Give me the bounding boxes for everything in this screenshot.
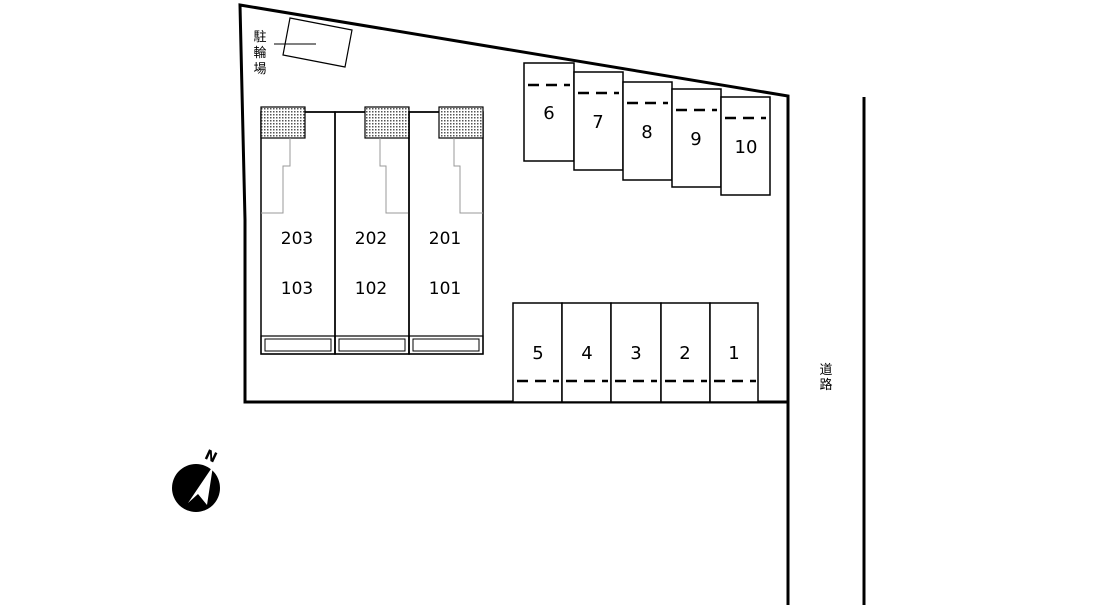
parking-space-number: 5 [532, 343, 543, 364]
road-label-1: 道 [819, 363, 832, 378]
parking-space-number: 10 [735, 137, 758, 158]
unit-label: 101 [429, 279, 461, 299]
bicycle-parking-label-3: 場 [253, 62, 266, 77]
parking-space-number: 9 [690, 129, 701, 150]
parking-space-number: 3 [630, 343, 641, 364]
bicycle-parking-label-1: 駐 [253, 30, 266, 45]
stairs-outline [453, 138, 483, 214]
road-label-2: 路 [819, 377, 832, 393]
parking-space-number: 4 [581, 343, 592, 364]
parking-row-top: 6 7 8 9 10 [523, 62, 771, 196]
north-arrow-icon: N [172, 447, 220, 512]
unit-label: 201 [429, 229, 461, 249]
parking-space [720, 96, 771, 196]
apartment-building: 203 103 202 102 201 101 [260, 106, 484, 355]
veranda [408, 335, 484, 355]
unit-label: 103 [281, 279, 313, 299]
unit-label: 203 [281, 229, 313, 249]
parking-space [709, 302, 759, 403]
parking-row-bottom: 5 4 3 2 1 [512, 302, 759, 403]
north-label: N [202, 447, 219, 466]
parking-space [512, 302, 563, 403]
parking-space-number: 1 [728, 343, 739, 364]
balcony-dotted [438, 106, 484, 139]
parking-space [610, 302, 662, 403]
bicycle-parking-area [282, 17, 353, 68]
parking-space [622, 81, 673, 181]
parking-space-number: 6 [543, 103, 554, 124]
balcony-dotted [260, 106, 306, 139]
parking-space-number: 7 [592, 112, 603, 133]
stairs-outline [261, 138, 291, 214]
parking-space [573, 71, 624, 171]
bicycle-parking-label-2: 輪 [253, 45, 266, 61]
balcony-dotted [364, 106, 410, 139]
unit-label: 102 [355, 279, 387, 299]
stairs-outline [379, 138, 409, 214]
unit-label: 202 [355, 229, 387, 249]
parking-space-number: 8 [641, 122, 652, 143]
parking-space-number: 2 [679, 343, 690, 364]
